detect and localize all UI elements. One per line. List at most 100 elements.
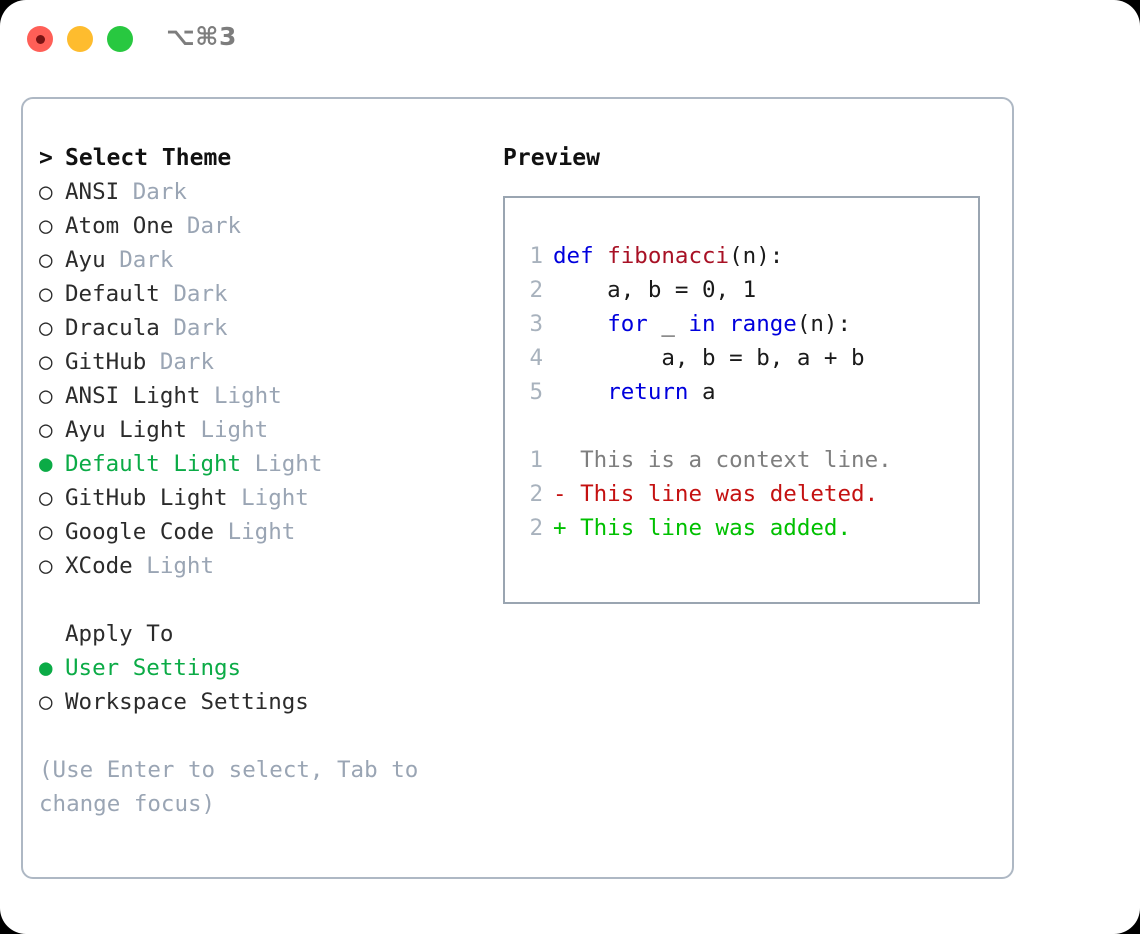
apply-to-list: ● User Settings ○Workspace Settings [39, 651, 499, 719]
window-title: ⌥⌘3 [166, 22, 237, 51]
theme-list-item[interactable]: ○ANSI Dark [39, 175, 499, 209]
theme-list-item[interactable]: ○Ayu Dark [39, 243, 499, 277]
theme-name: Dracula [65, 315, 160, 341]
diff-text: This line was added. [580, 515, 852, 541]
theme-category-tag: Dark [159, 349, 215, 375]
code-token: _ [647, 311, 689, 337]
theme-name: XCode [65, 553, 133, 579]
code-line: 5 return a [517, 375, 892, 409]
code-token [716, 311, 730, 337]
theme-name: Ayu Light [65, 417, 187, 443]
theme-list-item[interactable]: ○Default Dark [39, 277, 499, 311]
blank-marker [39, 617, 65, 651]
diff-text: This is a context line. [580, 447, 892, 473]
apply-to-item[interactable]: ● User Settings [39, 651, 499, 685]
diff-sign: + [553, 515, 581, 541]
theme-category-tag: Dark [173, 315, 228, 341]
code-token: a, b = b, a + b [553, 345, 865, 371]
diff-line: 2- This line was deleted. [517, 477, 892, 511]
code-token: range [729, 311, 797, 337]
apply-to-header: Apply To [39, 617, 499, 651]
theme-list-item[interactable]: ○Dracula Dark [39, 311, 499, 345]
diff-line: 2 + This line was added. [517, 511, 892, 545]
radio-unselected-icon: ○ [39, 247, 53, 273]
theme-list-item[interactable]: ● Default Light Light [39, 447, 499, 481]
select-theme-label: Select Theme [65, 145, 232, 171]
theme-category-tag: Light [146, 553, 215, 579]
diff-sign: - [553, 481, 581, 507]
theme-list-item[interactable]: ○ GitHub Light Light [39, 481, 499, 515]
diff-text: This line was deleted. [580, 481, 879, 507]
title-bar: ⌥⌘3 [0, 0, 1140, 78]
theme-name: Atom One [65, 213, 174, 239]
line-number: 2 [529, 277, 543, 303]
diff-sign [553, 447, 580, 473]
line-number: 1 [529, 447, 543, 473]
main-panel: >Select Theme ○ANSI Dark○Atom One Dark○A… [21, 97, 1014, 879]
radio-selected-icon: ● [39, 451, 53, 477]
code-blank-line [517, 409, 892, 443]
radio-unselected-icon: ○ [39, 281, 53, 307]
code-token: return [607, 379, 689, 405]
theme-category-tag: Light [200, 417, 269, 443]
radio-unselected-icon: ○ [39, 213, 53, 239]
maximize-button[interactable] [107, 26, 133, 52]
code-token: a [688, 379, 716, 405]
theme-category-tag: Dark [186, 213, 242, 239]
theme-list: ○ANSI Dark○Atom One Dark○Ayu Dark○Defaul… [39, 175, 499, 583]
theme-name: ANSI Light [65, 383, 201, 409]
select-theme-header: > Select Theme [39, 141, 499, 175]
radio-unselected-icon: ○ [39, 349, 53, 375]
apply-to-name: User Settings [65, 655, 242, 681]
theme-name: Google Code [65, 519, 215, 545]
theme-name: GitHub Light [65, 485, 228, 511]
preview-title: Preview [503, 145, 600, 171]
theme-name: ANSI [65, 179, 120, 205]
code-token [553, 379, 607, 405]
radio-unselected-icon: ○ [39, 519, 53, 545]
theme-name: GitHub [65, 349, 147, 375]
prompt-caret-icon: > [39, 145, 53, 171]
diff-line: 1 This is a context line. [517, 443, 892, 477]
apply-to-name: Workspace Settings [65, 689, 309, 715]
code-token: (n): [796, 311, 852, 337]
theme-list-item[interactable]: ○ XCode Light [39, 549, 499, 583]
line-number: 3 [529, 311, 543, 337]
theme-name: Default [65, 281, 160, 307]
theme-category-tag: Dark [119, 247, 174, 273]
radio-unselected-icon: ○ [39, 417, 53, 443]
line-number: 4 [529, 345, 543, 371]
line-number: 2 [529, 481, 543, 507]
close-button[interactable] [27, 26, 53, 52]
radio-unselected-icon: ○ [39, 485, 53, 511]
theme-picker-column: >Select Theme ○ANSI Dark○Atom One Dark○A… [39, 141, 499, 821]
code-line: 3 for _ in range(n): [517, 307, 892, 341]
theme-category-tag: Light [214, 383, 282, 409]
line-number: 1 [529, 243, 543, 269]
theme-list-item[interactable]: ○ Ayu Light Light [39, 413, 499, 447]
keyboard-hint: (Use Enter to select, Tab to change focu… [39, 757, 432, 817]
code-token: fibonacci [607, 243, 730, 269]
code-token: (n): [729, 243, 784, 269]
theme-list-item[interactable]: ○ Atom One Dark [39, 209, 499, 243]
apply-to-label: Apply To [65, 621, 174, 647]
theme-category-tag: Light [254, 451, 323, 477]
line-number: 2 [529, 515, 543, 541]
radio-selected-icon: ● [39, 655, 53, 681]
code-token: a, b = 0, 1 [553, 277, 757, 303]
minimize-button[interactable] [67, 26, 93, 52]
code-token: for [607, 311, 648, 337]
theme-category-tag: Light [227, 519, 296, 545]
theme-name: Default Light [65, 451, 242, 477]
radio-unselected-icon: ○ [39, 553, 53, 579]
apply-to-item[interactable]: ○Workspace Settings [39, 685, 499, 719]
theme-list-item[interactable]: ○ Google Code Light [39, 515, 499, 549]
radio-unselected-icon: ○ [39, 179, 53, 205]
theme-list-item[interactable]: ○ANSI Light Light [39, 379, 499, 413]
theme-category-tag: Light [241, 485, 309, 511]
code-line: 4 a, b = b, a + b [517, 341, 892, 375]
theme-list-item[interactable]: ○ GitHub Dark [39, 345, 499, 379]
